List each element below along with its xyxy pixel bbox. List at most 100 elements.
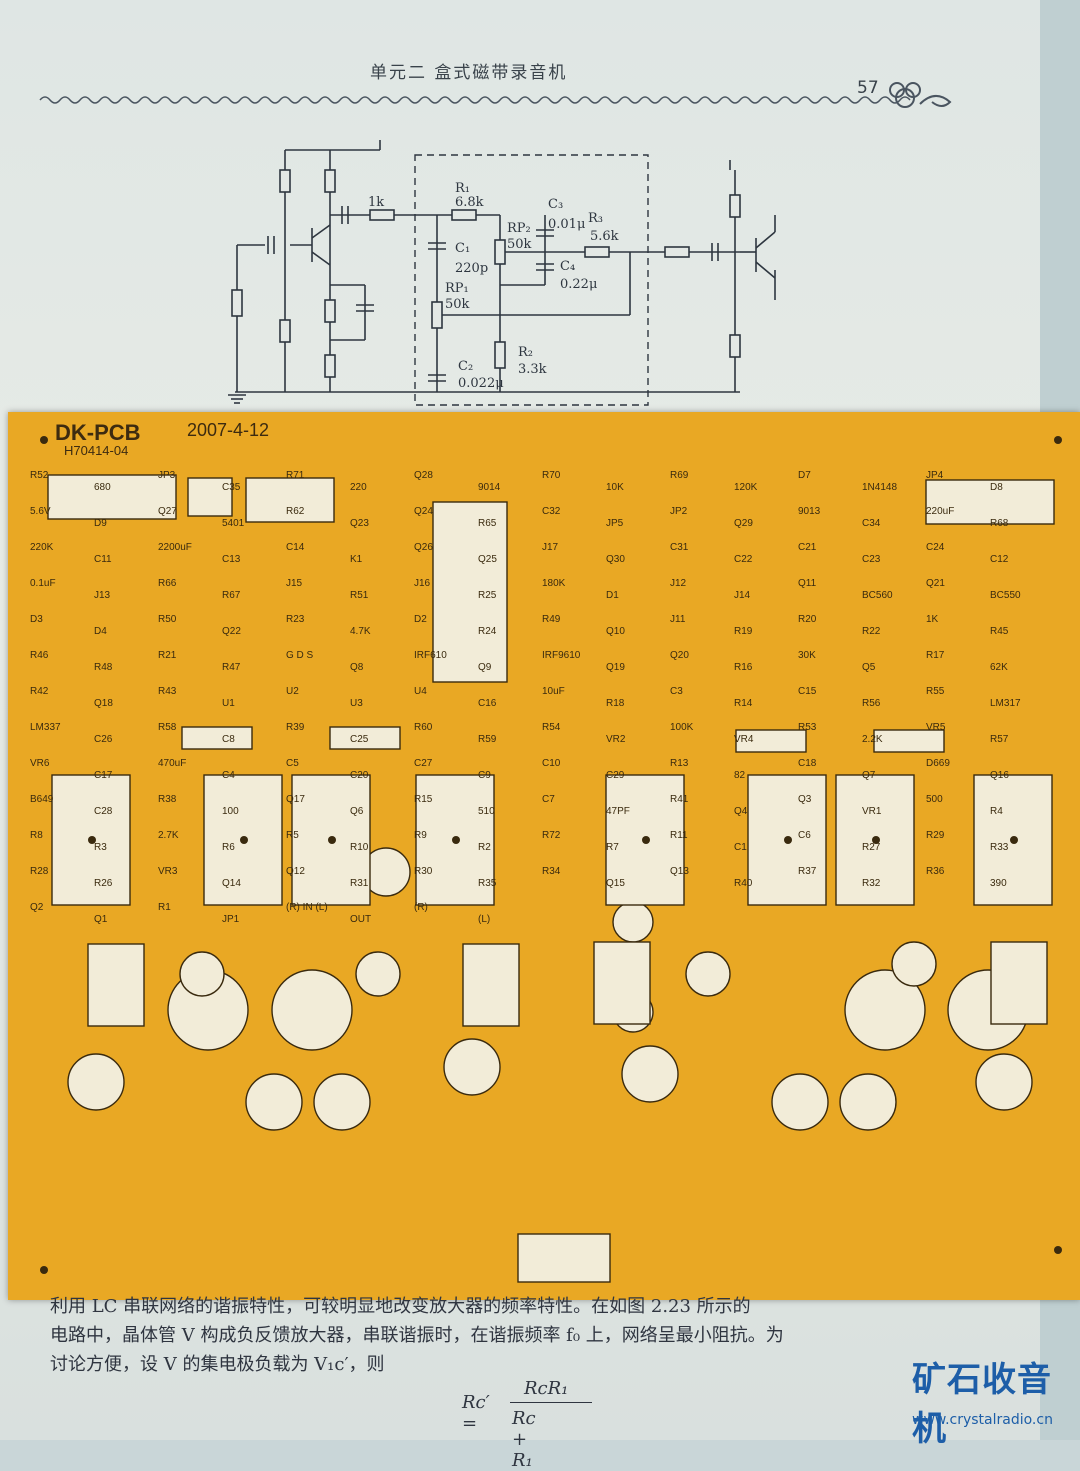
pcb-label: R14	[734, 698, 753, 709]
pcb-label: C4	[222, 770, 235, 781]
pcb-label: Q10	[606, 626, 625, 637]
sch-r2-val: 3.3k	[518, 362, 547, 377]
pcb-label: R21	[158, 650, 177, 661]
pcb-label: C7	[542, 794, 555, 805]
pcb-label: JP1	[222, 914, 240, 925]
sch-c4: C₄	[560, 259, 575, 274]
pcb-label: C27	[414, 758, 433, 769]
pcb-label: C10	[542, 758, 561, 769]
pcb-label: R47	[222, 662, 241, 673]
pcb-label: R49	[542, 614, 561, 625]
sch-r1: R₁	[455, 181, 470, 196]
pcb-label: R42	[30, 686, 49, 697]
pcb-label: C9	[478, 770, 491, 781]
sch-c4-val: 0.22μ	[560, 277, 597, 292]
pcb-label: 220uF	[926, 506, 955, 517]
pcb-label: Q8	[350, 662, 364, 673]
pcb-label: BC560	[862, 590, 893, 601]
body-text-line-3: 讨论方便，设 V 的集电极负载为 V₁c′，则	[50, 1354, 385, 1375]
pcb-label: G D S	[286, 650, 314, 661]
pcb-label: R45	[990, 626, 1009, 637]
pcb-label: VR4	[734, 734, 754, 745]
pcb-label: C26	[94, 734, 113, 745]
sch-c3-val: 0.01μ	[548, 217, 585, 232]
pcb-label: R65	[478, 518, 497, 529]
pcb-label: R60	[414, 722, 433, 733]
pcb-label: Q6	[350, 806, 364, 817]
pcb-label: R6	[222, 842, 235, 853]
pcb-label: R31	[350, 878, 369, 889]
pcb-label: R24	[478, 626, 497, 637]
pcb-label: R51	[350, 590, 369, 601]
pcb-label: B649	[30, 794, 54, 805]
pcb-label: 10K	[606, 482, 624, 493]
pcb-label: R13	[670, 758, 689, 769]
sch-r2: R₂	[518, 345, 533, 360]
pcb-label: R18	[606, 698, 625, 709]
pcb-label: R40	[734, 878, 753, 889]
body-text-line-2: 电路中，晶体管 V 构成负反馈放大器，串联谐振时，在谐振频率 f₀ 上，网络呈最…	[50, 1325, 784, 1346]
pcb-label: R41	[670, 794, 689, 805]
pcb-label: R34	[542, 866, 561, 877]
pcb-label: U2	[286, 686, 299, 697]
pcb-label: 2200uF	[158, 542, 192, 553]
pcb-label: R27	[862, 842, 881, 853]
pcb-label: Q30	[606, 554, 625, 565]
pcb-label: R66	[158, 578, 177, 589]
dashed-network-box	[414, 154, 649, 406]
pcb-label: 1K	[926, 614, 939, 625]
pcb-label: Q20	[670, 650, 689, 661]
pcb-label: 0.1uF	[30, 578, 56, 589]
pcb-label: Q12	[286, 866, 305, 877]
pcb-label: Q24	[414, 506, 433, 517]
pcb-label: U3	[350, 698, 363, 709]
pcb-label: BC550	[990, 590, 1021, 601]
pcb-label: R33	[990, 842, 1009, 853]
pcb-label: Q19	[606, 662, 625, 673]
pcb-title: DK-PCB	[55, 420, 141, 445]
pcb-label: Q9	[478, 662, 492, 673]
formula-bar	[510, 1402, 592, 1403]
pcb-label: 1N4148	[862, 482, 898, 493]
pcb-label: C12	[990, 554, 1009, 565]
pcb-label: 390	[990, 878, 1007, 889]
pcb-label: VR3	[158, 866, 178, 877]
pcb-label: R32	[862, 878, 881, 889]
pcb-label: R2	[478, 842, 491, 853]
pcb-label: R1	[158, 902, 171, 913]
pcb-label: R43	[158, 686, 177, 697]
pcb-label: C22	[734, 554, 753, 565]
pcb-code: H70414-04	[64, 443, 129, 458]
pcb-label: C35	[222, 482, 241, 493]
pcb-label: R46	[30, 650, 49, 661]
pcb-label: JP4	[926, 470, 944, 481]
pcb-label: 470uF	[158, 758, 187, 769]
pcb-label: C14	[286, 542, 305, 553]
pcb-label: C34	[862, 518, 881, 529]
sch-c2: C₂	[458, 359, 473, 374]
page-number: 57	[857, 78, 879, 98]
pcb-label: R53	[798, 722, 817, 733]
pcb-label: J13	[94, 590, 111, 601]
pcb-label: 2.7K	[158, 830, 179, 841]
header-wavy-rule	[39, 96, 911, 104]
sch-r3: R₃	[588, 211, 603, 226]
pcb-label: Q4	[734, 806, 748, 817]
pcb-label: LM337	[30, 722, 61, 733]
pcb-label: J14	[734, 590, 751, 601]
pcb-label: R16	[734, 662, 753, 673]
pcb-label: R5	[286, 830, 299, 841]
pcb-label: C31	[670, 542, 689, 553]
pcb-label: J15	[286, 578, 303, 589]
pcb-label: R54	[542, 722, 561, 733]
pcb-label: 220K	[30, 542, 54, 553]
pcb-label: R15	[414, 794, 433, 805]
pcb-label: Q1	[94, 914, 108, 925]
pcb-label: 500	[926, 794, 943, 805]
pcb-label: Q16	[990, 770, 1009, 781]
pcb-label: J12	[670, 578, 687, 589]
sch-r3-val: 5.6k	[590, 229, 619, 244]
pcb-label: D4	[94, 626, 107, 637]
pcb-label: C6	[798, 830, 811, 841]
pcb-label: 9013	[798, 506, 821, 517]
